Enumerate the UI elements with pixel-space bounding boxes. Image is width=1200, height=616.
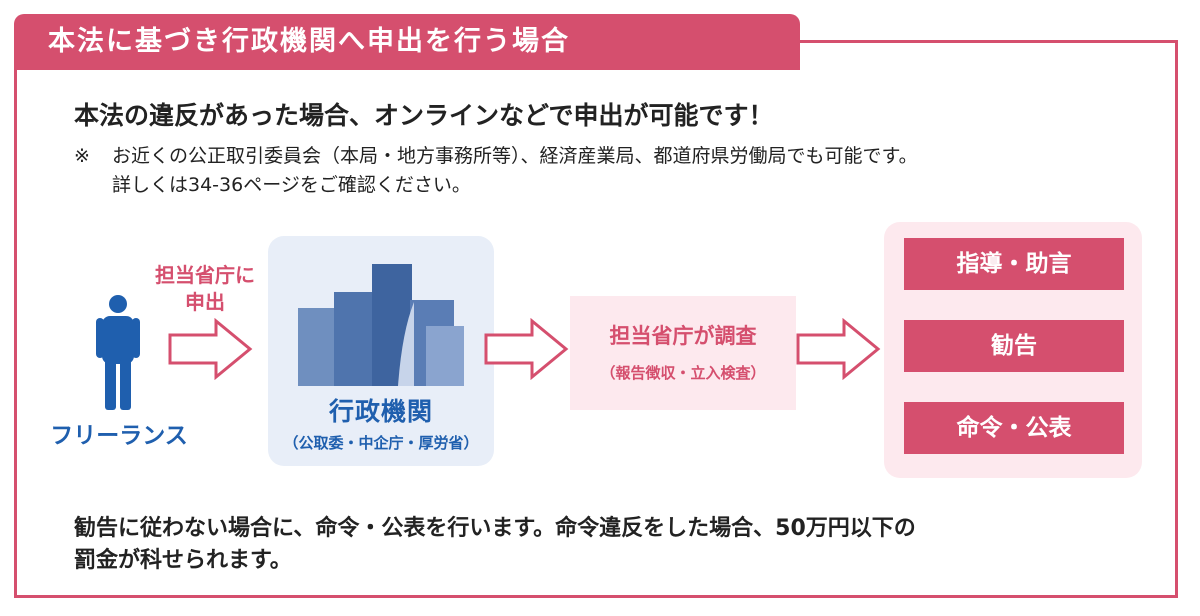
result-order-publication: 命令・公表 <box>904 402 1124 454</box>
person-icon <box>96 295 140 410</box>
footer-line-2: 罰金が科せられます。 <box>74 548 292 573</box>
arrow-label-line-2: 申出 <box>185 290 225 314</box>
agency-sub: （公取委・中企庁・厚労省） <box>283 434 479 452</box>
arrow-label: 担当省庁に 申出 <box>136 262 274 316</box>
section-title: 本法に基づき行政機関へ申出を行う場合 <box>14 14 800 70</box>
result-guidance: 指導・助言 <box>904 238 1124 290</box>
agency-box: 行政機関 （公取委・中企庁・厚労省） <box>268 236 494 466</box>
arrow-label-line-1: 担当省庁に <box>155 263 255 287</box>
note-line-2: 詳しくは34-36ページをご確認ください。 <box>112 174 471 196</box>
results-box: 指導・助言 勧告 命令・公表 <box>884 222 1142 478</box>
right-arrow-icon <box>168 318 253 380</box>
investigation-box: 担当省庁が調査 （報告徴収・立入検査） <box>570 296 796 410</box>
investigation-sub: （報告徴収・立入検査） <box>600 364 766 382</box>
right-arrow-icon <box>796 318 881 380</box>
lead-text: 本法の違反があった場合、オンラインなどで申出が可能です！ <box>74 101 774 130</box>
footer-line-1: 勧告に従わない場合に、命令・公表を行います。命令違反をした場合、50万円以下の <box>74 516 916 541</box>
note-mark: ※ <box>74 145 90 167</box>
footer-text: 勧告に従わない場合に、命令・公表を行います。命令違反をした場合、50万円以下の … <box>74 513 1134 577</box>
right-arrow-icon <box>484 318 569 380</box>
note: ※ お近くの公正取引委員会（本局・地方事務所等）、経済産業局、都道府県労働局でも可… <box>74 142 918 200</box>
freelance-label: フリーランス <box>50 423 188 449</box>
agency-name: 行政機関 <box>328 397 433 426</box>
building-icon <box>298 264 464 386</box>
result-recommendation: 勧告 <box>904 320 1124 372</box>
note-line-1: お近くの公正取引委員会（本局・地方事務所等）、経済産業局、都道府県労働局でも可能… <box>112 145 918 167</box>
investigation-title: 担当省庁が調査 <box>609 324 757 348</box>
